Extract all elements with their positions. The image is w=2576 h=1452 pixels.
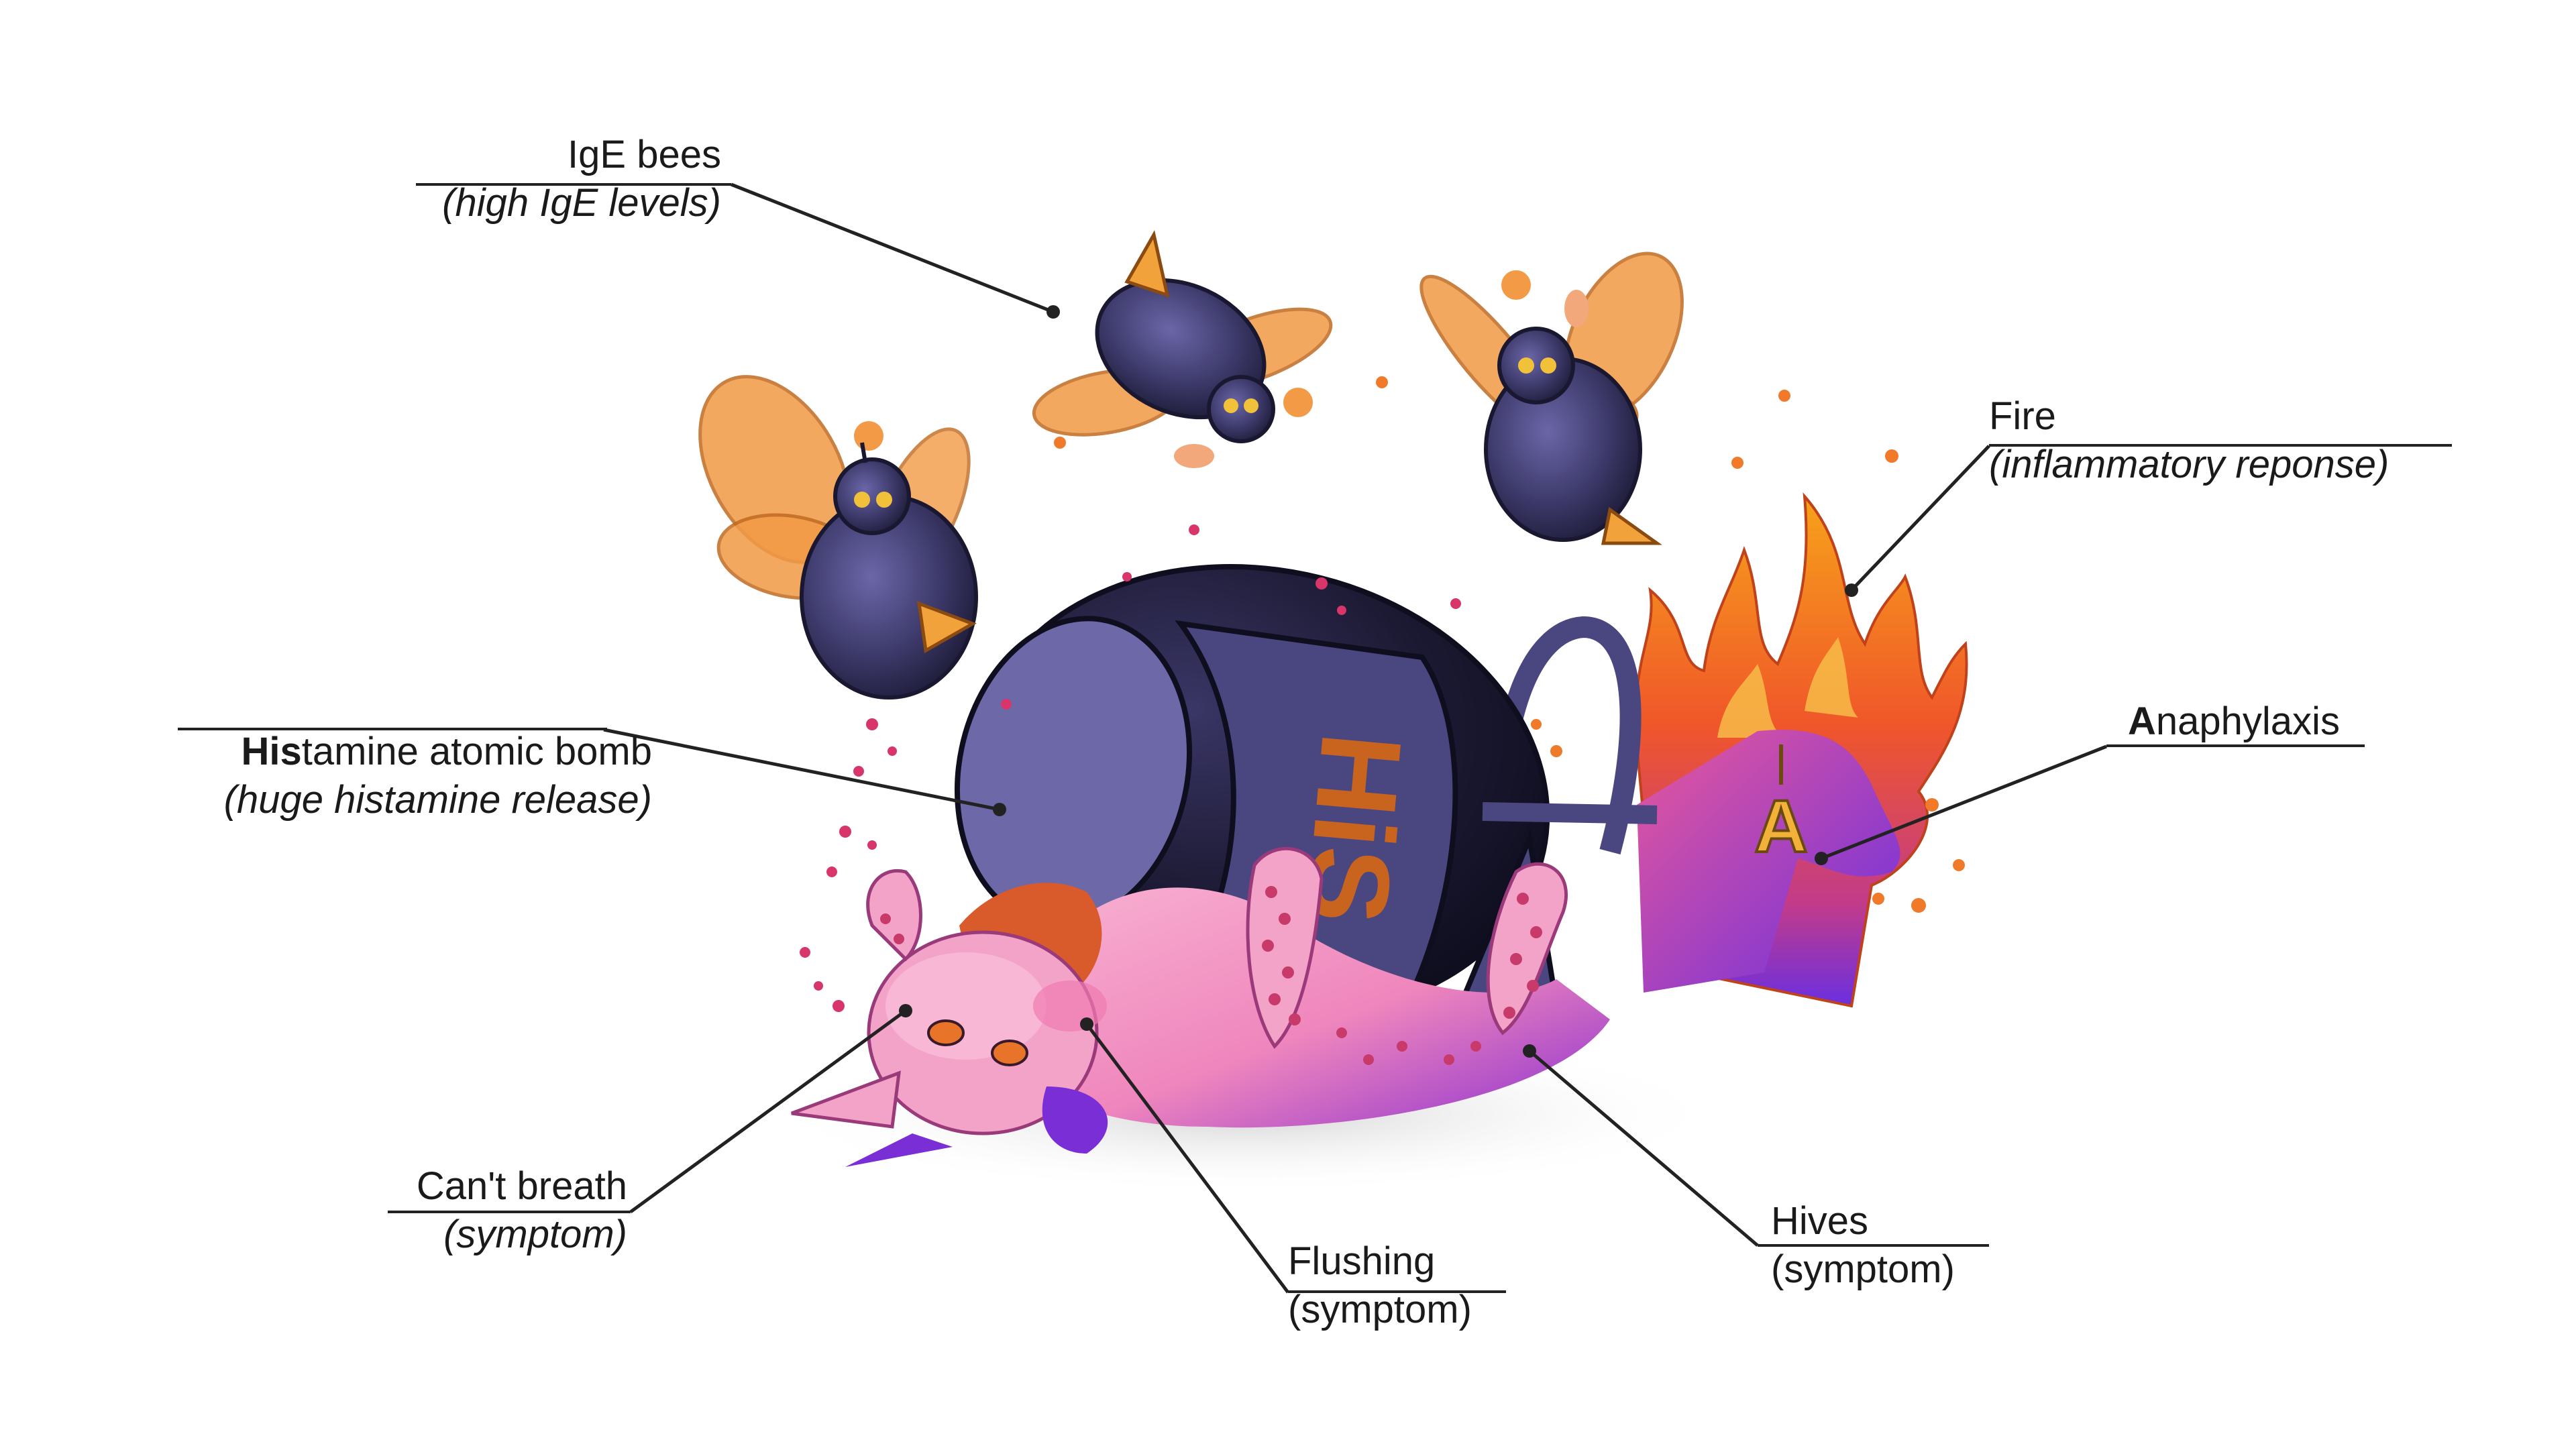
label-ige-bees-subtitle: (high IgE levels) xyxy=(442,181,721,225)
label-flushing-subtitle: (symptom) xyxy=(1288,1288,1472,1331)
leader-lines xyxy=(603,182,2107,1294)
cat-character xyxy=(791,846,1610,1167)
label-cant-breath-subtitle: (symptom) xyxy=(443,1213,627,1256)
label-ige-bees: IgE bees (high IgE levels) xyxy=(402,131,721,227)
underline-anaphylaxis xyxy=(2106,744,2365,747)
label-histamine-bold: His xyxy=(241,730,302,773)
label-histamine: Histamine atomic bomb (huge histamine re… xyxy=(134,728,652,824)
underline-ige-bees xyxy=(416,183,731,186)
label-hives: Hives (symptom) xyxy=(1771,1197,2039,1294)
leader-dots xyxy=(899,305,1858,1058)
label-ige-bees-title: IgE bees xyxy=(568,133,721,176)
label-hives-subtitle: (symptom) xyxy=(1771,1247,1955,1291)
ige-bee-middle xyxy=(1032,230,1333,468)
svg-text:A: A xyxy=(1754,785,1807,868)
underline-hives xyxy=(1758,1244,1989,1247)
underline-histamine xyxy=(178,728,607,730)
label-anaphylaxis-rest: naphylaxis xyxy=(2155,700,2340,743)
cat-tail xyxy=(1637,730,1900,993)
anaphylaxis-tag: A xyxy=(1753,744,1809,869)
label-cant-breath-title: Can't breath xyxy=(416,1164,627,1208)
label-fire-title: Fire xyxy=(1989,394,2056,438)
label-histamine-rest: tamine atomic bomb xyxy=(301,730,652,773)
ige-bee-left xyxy=(698,375,978,700)
label-fire: Fire (inflammatory reponse) xyxy=(1989,392,2472,489)
label-hives-title: Hives xyxy=(1771,1199,1869,1243)
label-flushing: Flushing (symptom) xyxy=(1288,1237,1556,1334)
histamine-droplets xyxy=(800,524,1461,1012)
label-anaphylaxis-bold: A xyxy=(2128,700,2156,743)
label-histamine-subtitle: (huge histamine release) xyxy=(223,778,652,822)
label-cant-breath: Can't breath (symptom) xyxy=(335,1162,627,1259)
label-fire-subtitle: (inflammatory reponse) xyxy=(1989,443,2390,486)
underline-flushing xyxy=(1288,1290,1506,1293)
fire-sparks xyxy=(1054,376,1965,913)
underline-cant-breath xyxy=(388,1211,631,1213)
label-anaphylaxis: Anaphylaxis xyxy=(2128,697,2396,746)
underline-fire xyxy=(1989,444,2452,447)
label-flushing-title: Flushing xyxy=(1288,1239,1436,1283)
ige-bee-right xyxy=(1419,252,1684,545)
